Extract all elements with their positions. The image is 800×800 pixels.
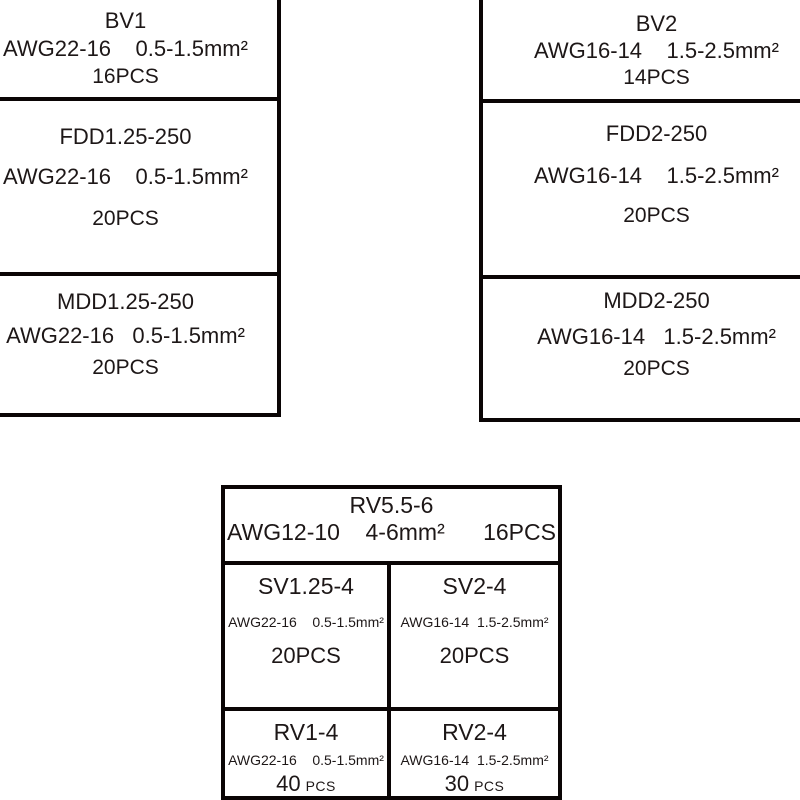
panel-qty: 20PCS	[92, 207, 159, 230]
panel-qty: 20PCS	[92, 356, 159, 379]
panel-qty: 20PCS	[623, 357, 690, 380]
panel-spec: AWG16-14 1.5-2.5mm²	[534, 163, 779, 188]
panel-sv2-4: SV2-4 AWG16-14 1.5-2.5mm² 20PCS	[387, 561, 562, 711]
panel-spec: AWG16-14 1.5-2.5mm²	[400, 752, 549, 768]
qty-number: 30	[444, 771, 470, 796]
panel-bv2: BV2 AWG16-14 1.5-2.5mm² 14PCS	[479, 0, 800, 103]
panel-bv1: BV1 AWG22-16 0.5-1.5mm² 16PCS	[0, 0, 281, 101]
panel-spec: AWG16-14 1.5-2.5mm²	[537, 324, 776, 349]
panel-spec: AWG22-16 0.5-1.5mm²	[6, 323, 245, 348]
panel-qty: 20PCS	[439, 643, 510, 668]
panel-qty: 20PCS	[623, 204, 690, 227]
qty-unit: PCS	[474, 778, 505, 794]
panel-rv5-5-6-header: RV5.5-6 AWG12-10 4-6mm² 16PCS	[221, 485, 562, 565]
panel-qty: 14PCS	[623, 66, 690, 89]
panel-spec: AWG22-16 0.5-1.5mm²	[228, 614, 384, 630]
panel-spec: AWG16-14 1.5-2.5mm²	[400, 614, 549, 630]
panel-spec: AWG22-16 0.5-1.5mm²	[3, 164, 248, 189]
panel-title: RV2-4	[442, 719, 507, 745]
panel-title: SV1.25-4	[258, 573, 354, 599]
panel-mdd1-25-250: MDD1.25-250 AWG22-16 0.5-1.5mm² 20PCS	[0, 272, 281, 417]
panel-title: RV1-4	[273, 719, 339, 745]
qty-unit: PCS	[305, 778, 336, 794]
panel-title: BV1	[104, 8, 147, 33]
panel-title: MDD2-250	[603, 288, 710, 313]
panel-title: RV5.5-6	[349, 492, 434, 518]
panel-sv1-25-4: SV1.25-4 AWG22-16 0.5-1.5mm² 20PCS	[221, 561, 391, 711]
panel-title: FDD2-250	[605, 121, 708, 146]
panel-spec: AWG22-16 0.5-1.5mm²	[3, 36, 248, 61]
panel-title: FDD1.25-250	[59, 124, 192, 149]
panel-mdd2-250: MDD2-250 AWG16-14 1.5-2.5mm² 20PCS	[479, 275, 800, 422]
panel-fdd2-250: FDD2-250 AWG16-14 1.5-2.5mm² 20PCS	[479, 99, 800, 279]
panel-fdd1-25-250: FDD1.25-250 AWG22-16 0.5-1.5mm² 20PCS	[0, 97, 281, 276]
qty-number: 40	[276, 771, 301, 796]
panel-qty: 20PCS	[271, 643, 341, 668]
panel-title: BV2	[635, 11, 678, 36]
panel-title: MDD1.25-250	[57, 289, 194, 314]
panel-qty: 16PCS	[92, 65, 159, 88]
panel-spec: AWG22-16 0.5-1.5mm²	[228, 752, 384, 768]
panel-title: SV2-4	[442, 573, 507, 599]
panel-spec-line: AWG12-10 4-6mm² 16PCS	[227, 519, 556, 545]
panel-spec: AWG16-14 1.5-2.5mm²	[534, 38, 779, 63]
